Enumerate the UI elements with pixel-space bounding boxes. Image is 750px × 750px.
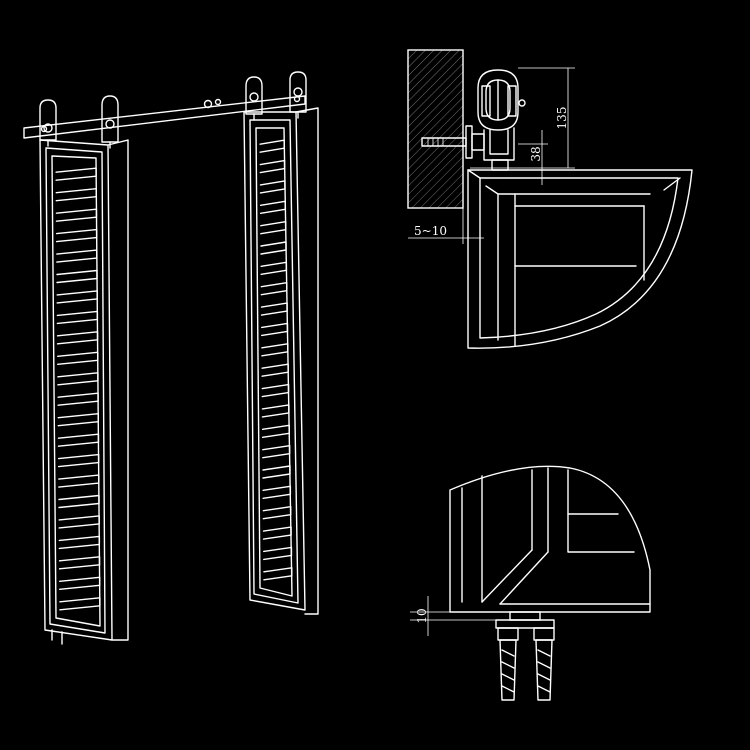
- louver-slat: [260, 282, 288, 296]
- louver-slat: [55, 167, 97, 181]
- roller-hanger-1: [39, 99, 57, 147]
- louver-slat: [56, 249, 98, 263]
- louver-slat: [59, 597, 101, 611]
- louver-slat: [263, 546, 293, 561]
- louver-slat: [58, 474, 100, 488]
- left-door-panel: [39, 139, 129, 645]
- louver-slat: [57, 433, 100, 447]
- louver-slat: [260, 241, 287, 255]
- floor-guide-bracket: [495, 611, 555, 629]
- door-elevation-view: [23, 71, 319, 645]
- louver-slat: [57, 453, 100, 468]
- louver-slat: [259, 200, 286, 214]
- dimension-135: 135: [470, 67, 575, 169]
- floor-guide-detail: 10: [410, 465, 651, 701]
- louver-slat: [261, 424, 290, 438]
- dimension-label-38: 38: [529, 146, 543, 161]
- roller-hanger-4: [289, 71, 307, 119]
- dimension-label-5-10: 5~10: [414, 224, 447, 238]
- louver-slat: [55, 187, 97, 202]
- hanger-strap: [483, 127, 515, 171]
- louver-slat: [262, 444, 291, 459]
- dimension-label-10: 10: [415, 608, 429, 623]
- roller-wheel: [477, 69, 526, 131]
- louver-slat: [261, 343, 289, 357]
- louver-slat: [263, 567, 293, 581]
- louver-slat: [58, 515, 100, 529]
- louver-slat: [57, 372, 99, 386]
- louver-slat: [58, 556, 101, 570]
- louver-slat: [55, 228, 98, 243]
- dimension-label-135: 135: [555, 107, 569, 130]
- louver-slat: [259, 139, 285, 153]
- louver-slat: [260, 220, 287, 235]
- louver-slat: [262, 485, 292, 500]
- louver-slat: [259, 159, 286, 174]
- floor-anchor-left: [497, 627, 519, 701]
- louver-slat: [57, 392, 99, 406]
- louver-slat: [261, 363, 289, 377]
- louver-slat: [259, 180, 286, 194]
- louver-slat: [58, 535, 101, 550]
- door-bottom-section: [449, 465, 651, 613]
- louver-slat: [260, 302, 288, 316]
- louver-slat: [55, 208, 98, 222]
- louver-slat: [262, 526, 292, 540]
- sliding-rail: [23, 95, 306, 139]
- louver-slat: [56, 310, 99, 325]
- wall-bolt: [421, 125, 485, 159]
- louver-slat: [261, 383, 290, 398]
- louver-slat: [262, 506, 292, 520]
- louver-slat: [58, 494, 100, 509]
- louver-slat: [56, 269, 98, 284]
- roller-hanger-2: [101, 95, 119, 149]
- louver-slat: [57, 412, 99, 427]
- top-mounting-detail: 135 38 5~10: [407, 49, 693, 349]
- louver-slat: [56, 290, 98, 304]
- dimension-10: 10: [410, 596, 496, 636]
- louver-slat: [59, 576, 101, 591]
- floor-anchor-right: [533, 627, 555, 701]
- door-top-section: [467, 169, 693, 349]
- dimension-5-10: 5~10: [408, 208, 484, 244]
- louver-slat: [262, 465, 291, 479]
- louver-slat: [261, 404, 290, 418]
- left-door-louvers: [55, 167, 101, 611]
- dimension-38: 38: [518, 130, 548, 185]
- roller-hanger-3: [245, 76, 263, 121]
- louver-slat: [260, 261, 288, 276]
- right-door-panel: [243, 107, 319, 615]
- right-door-louvers: [259, 139, 293, 581]
- wall-section: [407, 49, 464, 209]
- louver-slat: [261, 322, 289, 337]
- louver-slat: [57, 351, 99, 366]
- louver-slat: [56, 331, 99, 345]
